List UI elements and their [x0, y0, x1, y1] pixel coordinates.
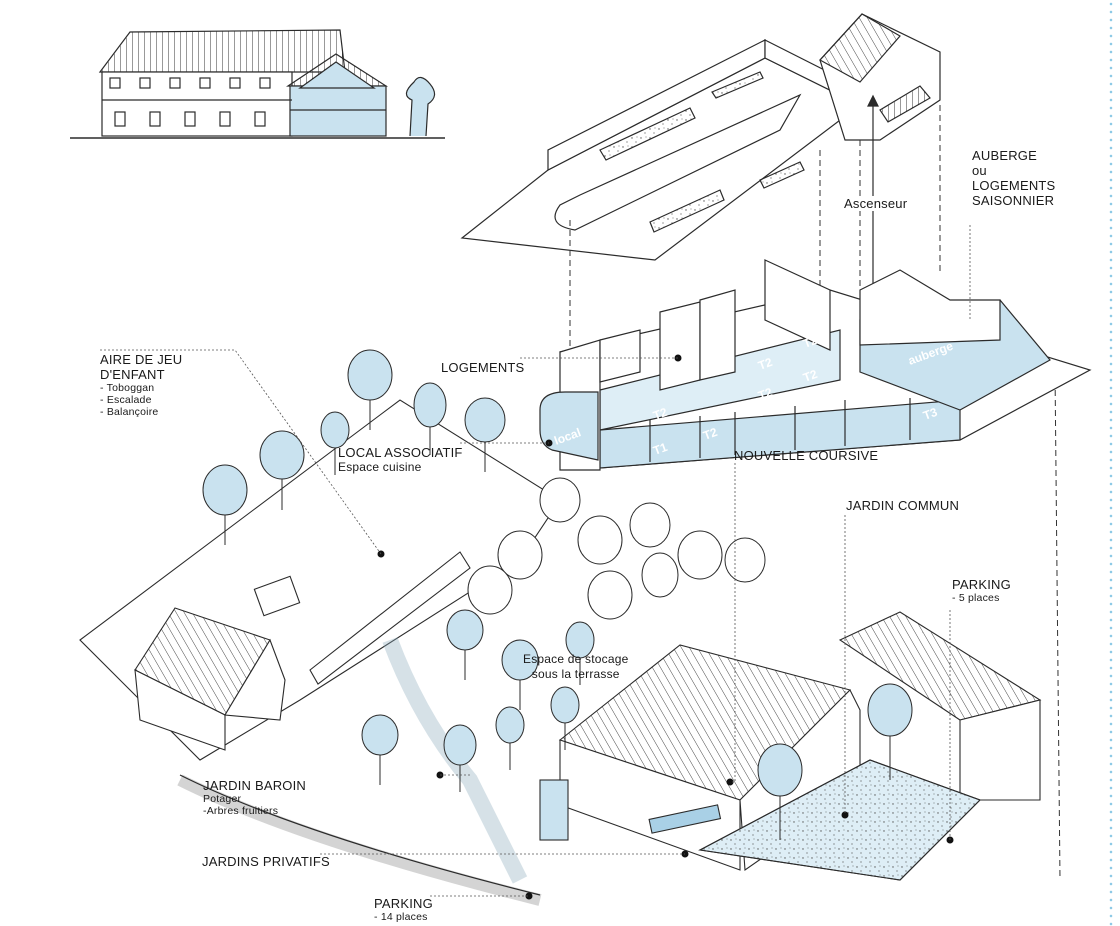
auberge-l3: LOGEMENTS	[972, 178, 1056, 193]
label-jardins-privatifs: JARDINS PRIVATIFS	[202, 854, 330, 869]
label-jardin-baroin: JARDIN BAROIN Potager -Arbres fruitiers	[203, 778, 306, 817]
parking5-title: PARKING	[952, 577, 1011, 592]
aire-item-toboggan: - Toboggan	[100, 382, 155, 394]
label-logements: LOGEMENTS	[441, 360, 524, 375]
label-parking-14: PARKING - 14 places	[374, 896, 433, 923]
privatifs-title: JARDINS PRIVATIFS	[202, 854, 330, 869]
auberge-l1: AUBERGE	[972, 148, 1037, 163]
elevation-sketch	[70, 29, 445, 139]
unit-t2-f: T2	[651, 405, 669, 423]
parking5-sub: - 5 places	[952, 592, 1000, 604]
leader-lines	[100, 225, 971, 897]
baroin-item-arbres: -Arbres fruitiers	[203, 805, 279, 817]
ascenseur-title: Ascenseur	[844, 196, 908, 211]
unit-t1: T1	[651, 440, 669, 458]
housing-block	[539, 259, 1092, 471]
auberge-l2: ou	[972, 163, 987, 178]
unit-t2-c: T2	[801, 367, 819, 385]
unit-t3: T3	[921, 405, 939, 423]
label-jardin-commun: JARDIN COMMUN	[846, 498, 959, 513]
label-espace-stockage: Espace de stocage sous la terrasse	[523, 652, 628, 682]
dotted-page-edge	[1108, 0, 1114, 926]
white-trees	[467, 477, 766, 620]
stockage-line-1: Espace de stocage	[523, 652, 629, 666]
auberge-l4: SAISONNIER	[972, 193, 1055, 208]
aire-item-balancoire: - Balançoire	[100, 406, 159, 418]
stockage-line-2: sous la terrasse	[531, 667, 620, 681]
label-auberge: AUBERGE ou LOGEMENTS SAISONNIER	[972, 148, 1055, 208]
label-local-associatif: LOCAL ASSOCIATIF Espace cuisine	[338, 445, 463, 475]
unit-t2-d: T2	[756, 355, 774, 373]
aire-item-escalade: - Escalade	[100, 394, 152, 406]
unit-t2-e: T2	[801, 333, 819, 351]
projection-lines	[569, 105, 1061, 881]
label-parking-5: PARKING - 5 places	[952, 577, 1011, 604]
baroin-title: JARDIN BAROIN	[203, 778, 307, 793]
logements-title: LOGEMENTS	[441, 360, 525, 375]
baroin-item-potager: Potager	[203, 793, 242, 805]
upper-terrace-plan	[460, 13, 941, 261]
parking14-sub: - 14 places	[374, 911, 428, 923]
aire-title-1: AIRE DE JEU	[100, 352, 183, 367]
local-asso-title: LOCAL ASSOCIATIF	[338, 445, 463, 460]
parking14-title: PARKING	[374, 896, 433, 911]
unit-t2-g: T2	[866, 377, 884, 395]
label-nouvelle-coursive: NOUVELLE COURSIVE	[734, 448, 878, 463]
label-ascenseur: Ascenseur	[842, 196, 910, 211]
unit-t2-b: T2	[756, 385, 774, 403]
unit-t2-a: T2	[701, 425, 719, 443]
trees	[202, 349, 913, 840]
aire-title-2: D'ENFANT	[100, 367, 165, 382]
label-aire-de-jeu: AIRE DE JEU D'ENFANT - Toboggan - Escala…	[100, 352, 182, 418]
coursive-title: NOUVELLE COURSIVE	[734, 448, 879, 463]
local-asso-sub: Espace cuisine	[338, 460, 422, 474]
jardin-commun-title: JARDIN COMMUN	[846, 498, 960, 513]
